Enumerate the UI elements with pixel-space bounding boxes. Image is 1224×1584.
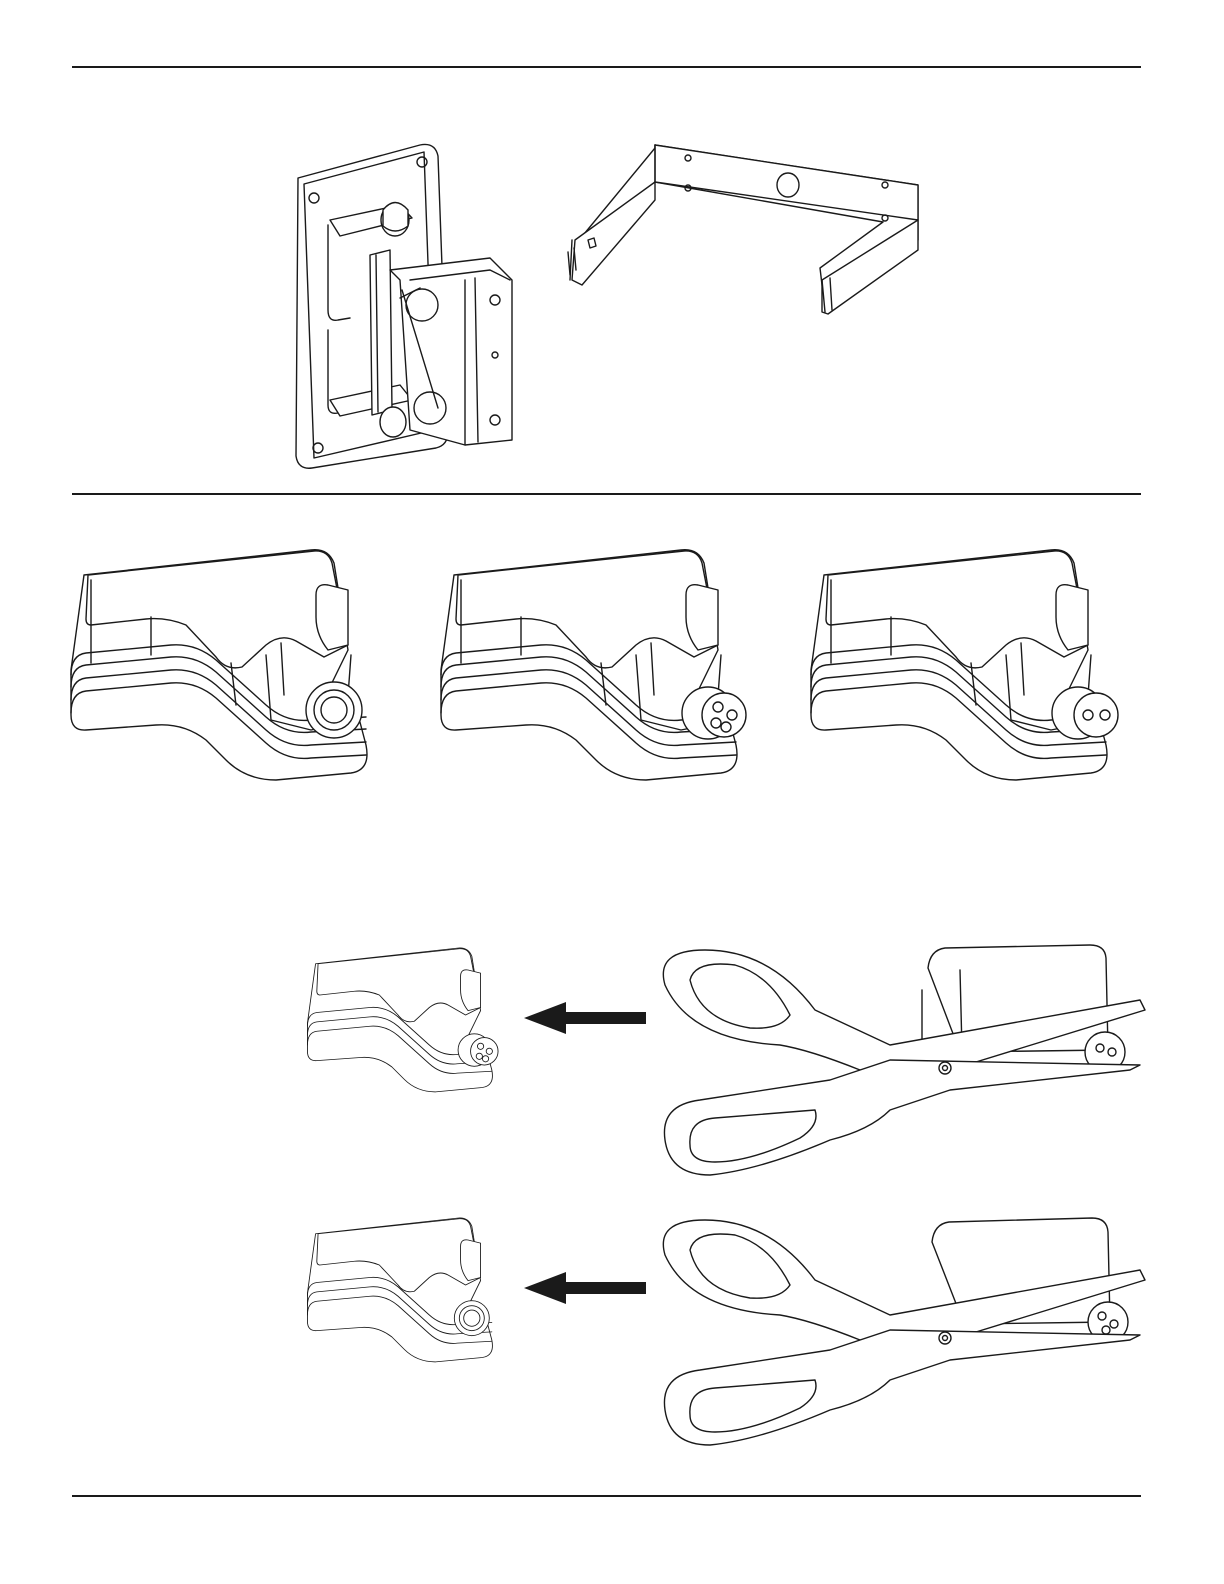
u-yoke-bracket-illustration [560,140,930,320]
cut-cover-open-gland [298,1215,520,1365]
cut-cover-4-pin [298,945,520,1095]
top-rule [72,66,1141,68]
bottom-rule [72,1495,1141,1497]
connector-cover-open-gland [66,545,401,785]
middle-rule [72,493,1141,495]
arrow-left-icon [524,1270,646,1306]
connector-cover-4-pin [436,545,771,785]
wall-mount-bracket-illustration [290,140,530,475]
connector-cover-2-pin [806,545,1141,785]
arrow-left-icon [524,1000,646,1036]
scissors-icon [660,1210,1150,1460]
scissors-icon [660,940,1150,1190]
